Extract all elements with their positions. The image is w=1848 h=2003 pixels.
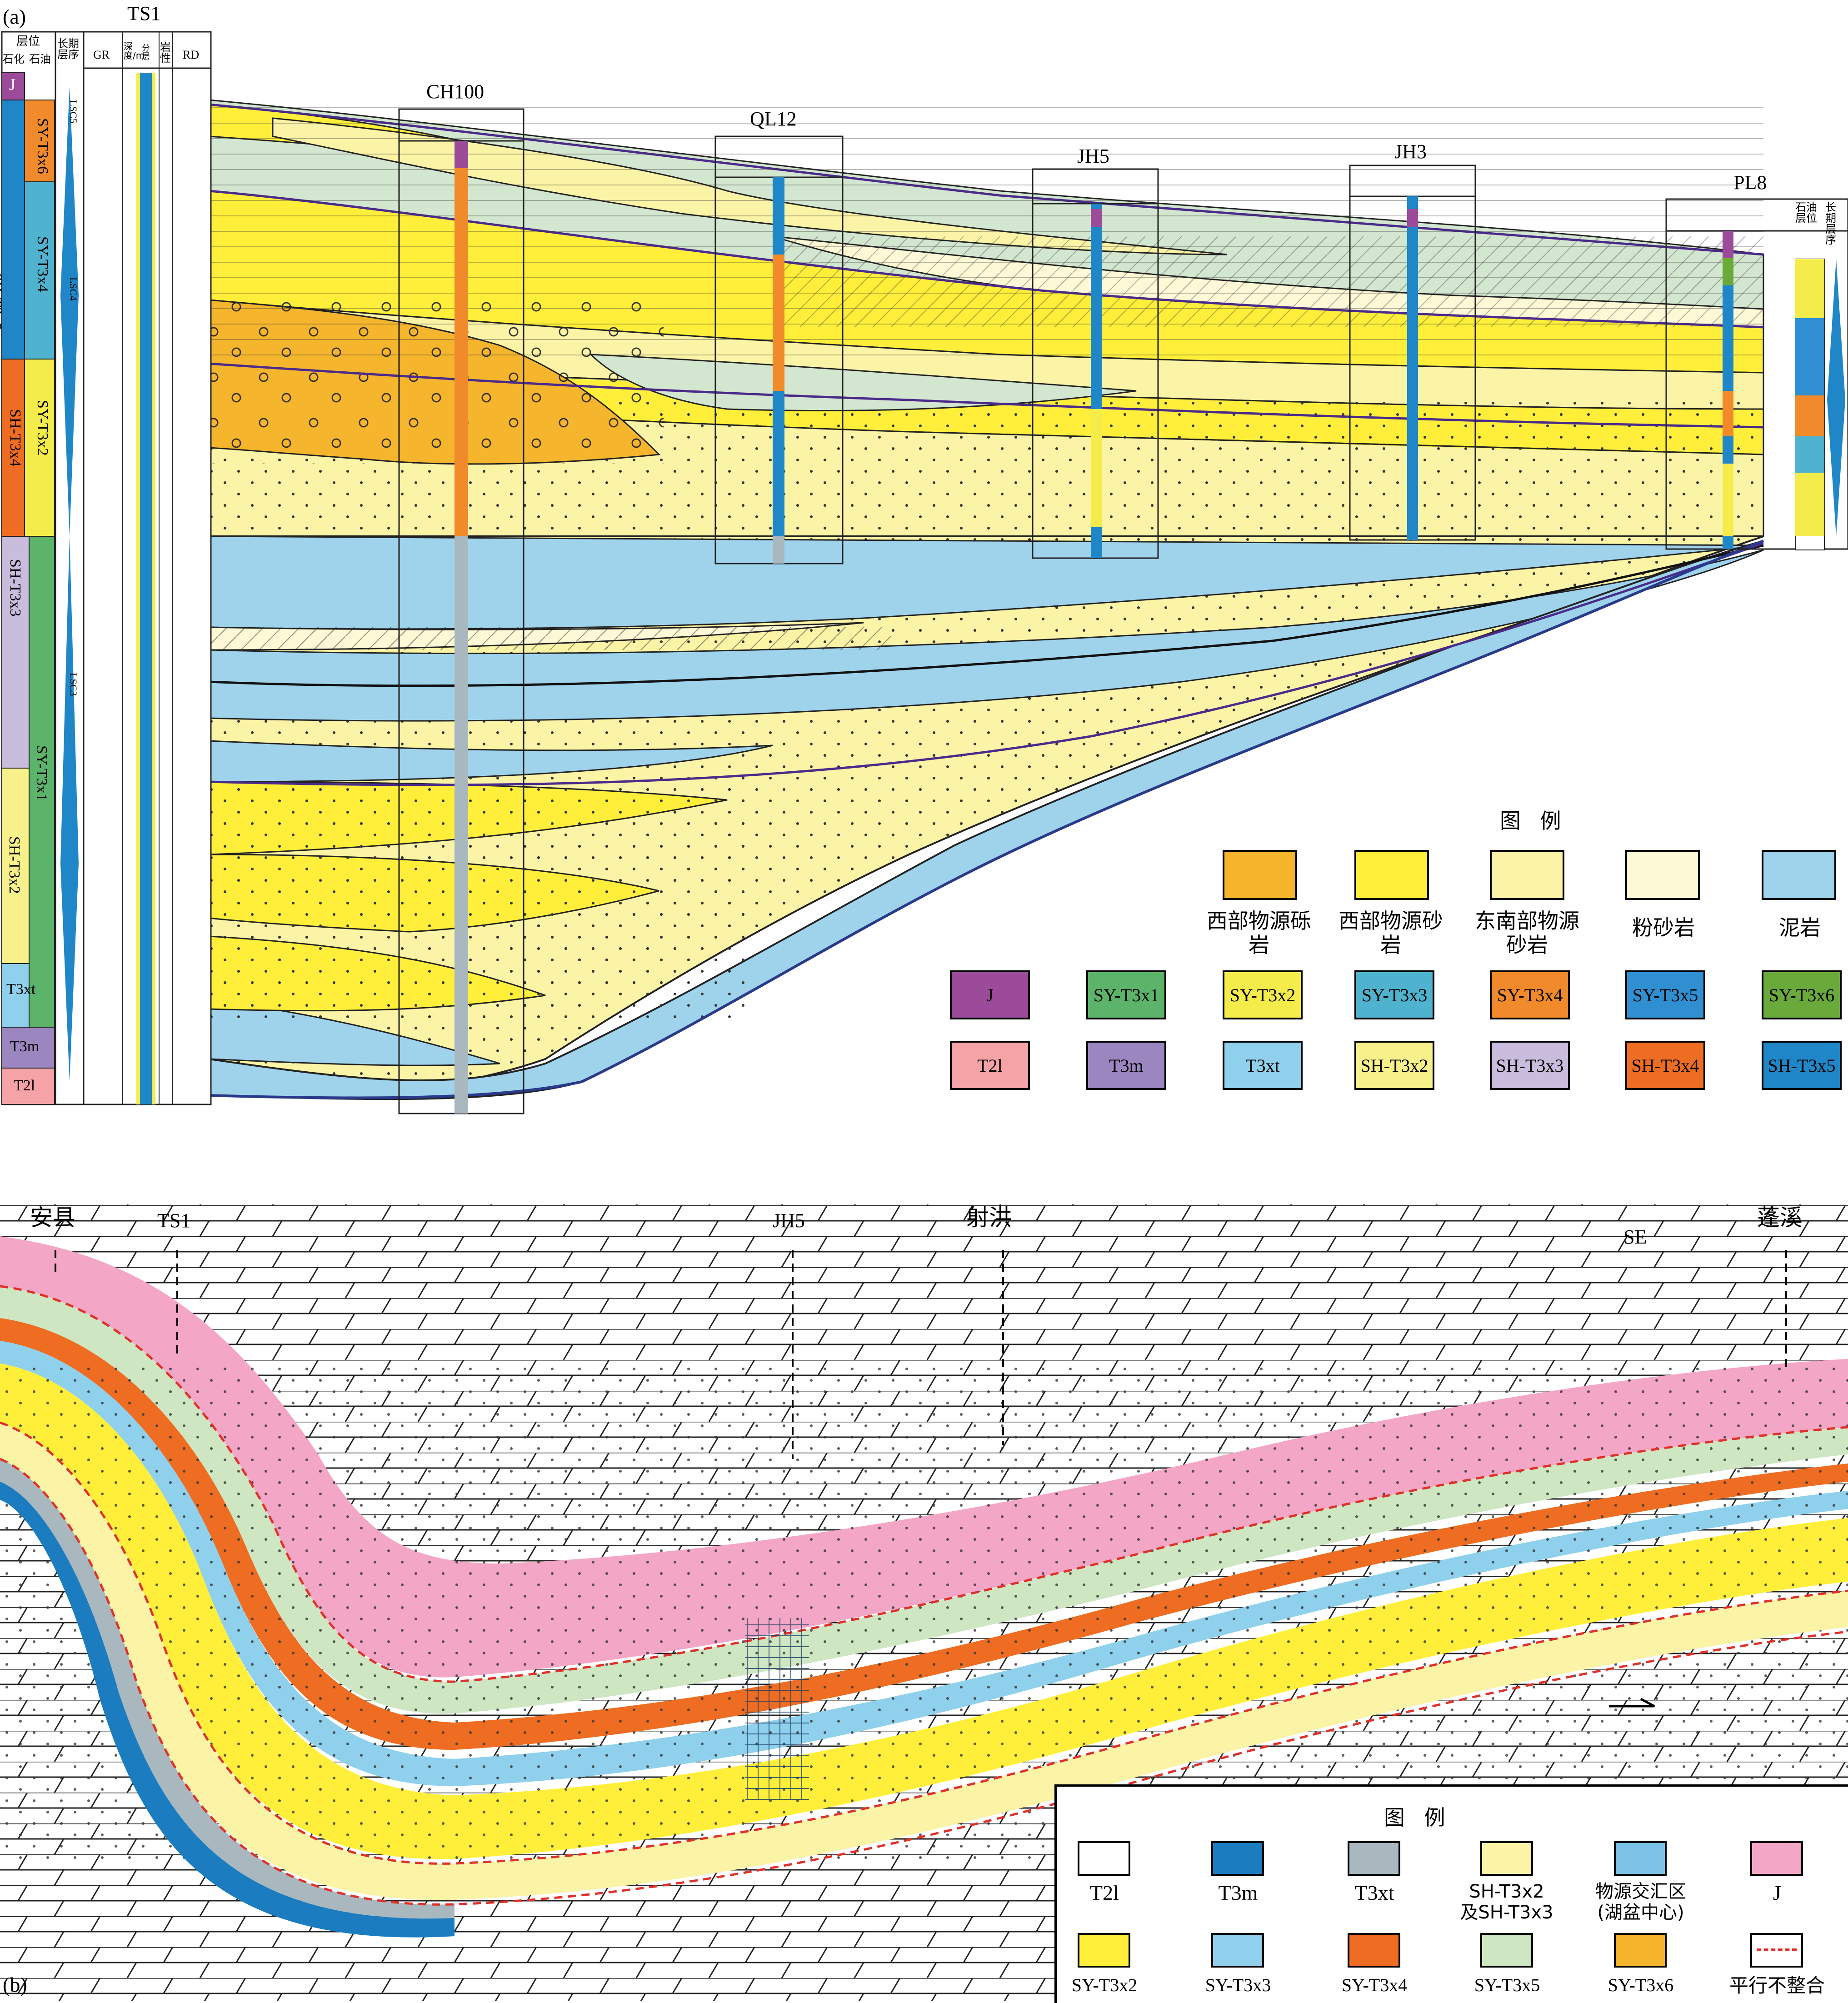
legend-title-a: 图 例	[1500, 809, 1568, 833]
header-gr: GR	[93, 48, 110, 61]
strat-unit-sh-t3x3: SH-T3x3	[7, 559, 24, 617]
header-sinopec: 石油	[29, 53, 51, 65]
header-division: 分层	[142, 44, 150, 61]
legend-b-label-sy-t3x3: SY-T3x3	[1205, 1975, 1271, 1995]
legend-b-swatch-sy-t3x3	[1211, 1933, 1264, 1968]
legend-b-swatch-t3m	[1211, 1841, 1264, 1876]
legend-b-swatch-sy-t3x4	[1348, 1933, 1400, 1968]
place-ts1: TS1	[157, 1209, 191, 1232]
legend-label-west-sand: 西部物源砂岩	[1339, 909, 1443, 957]
legend-unit-sy-t3x2: SY-T3x2	[1223, 970, 1303, 1019]
legend-swatch-mudstone	[1762, 850, 1836, 900]
seq-label-lsc4: LSC4	[68, 277, 79, 301]
right-header-long-seq: 长期层序	[1825, 201, 1836, 246]
legend-b-swatch-t2l	[1078, 1841, 1130, 1876]
strat-unit-t2l: T2l	[14, 1077, 35, 1094]
legend-b-label-t3xt: T3xt	[1354, 1881, 1394, 1904]
legend-title-b: 图 例	[1384, 1805, 1452, 1830]
well-logs	[398, 108, 1848, 1114]
legend-unit-sy-t3x5: SY-T3x5	[1625, 970, 1705, 1019]
strat-unit-sy-t3x4: SY-T3x4	[34, 236, 51, 292]
legend-b-label-t2l: T2l	[1090, 1881, 1119, 1904]
legend-unit-sy-t3x4: SY-T3x4	[1490, 970, 1570, 1019]
legend-b-label-j: J	[1773, 1881, 1781, 1904]
strat-unit-sh-t3x2: SH-T3x2	[6, 836, 23, 894]
legend-swatch-se-sand	[1490, 850, 1564, 900]
legend-unit-sy-t3x3: SY-T3x3	[1354, 970, 1434, 1019]
legend-unit-sh-t3x5: SH-T3x5	[1762, 1041, 1842, 1090]
unconformity-dash-icon	[1757, 1948, 1797, 1951]
header-depth: 深度/m	[124, 41, 145, 61]
legend-unit-t3m: T3m	[1086, 1041, 1166, 1090]
strat-unit-j: J	[9, 75, 16, 94]
place-anxian: 安县	[30, 1204, 75, 1231]
legend-b-swatch-t3xt	[1348, 1841, 1400, 1876]
legend-swatch-gravel	[1223, 850, 1297, 900]
header-long-seq: 长期层序	[57, 37, 79, 61]
legend-b-label-sy-t3x2: SY-T3x2	[1071, 1975, 1138, 1995]
legend-b-label-sy-t3x5: SY-T3x5	[1474, 1975, 1540, 1995]
legend-unit-t3xt: T3xt	[1223, 1041, 1303, 1090]
legend-unit-j: J	[950, 970, 1030, 1019]
legend-unit-sy-t3x1: SY-T3x1	[1086, 970, 1166, 1019]
legend-unit-sh-t3x2: SH-T3x2	[1354, 1041, 1434, 1090]
legend-swatch-siltstone	[1625, 850, 1700, 900]
legend-label-se-sand: 东南部物源砂岩	[1475, 909, 1579, 957]
panel-b-label: (b)	[3, 1973, 27, 1996]
well-name-pl8: PL8	[1733, 171, 1767, 194]
strat-unit-t3xt: T3xt	[6, 981, 36, 998]
left-strat-column	[1, 31, 212, 1105]
well-name-ch100: CH100	[426, 80, 484, 103]
legend-b-label-t3m: T3m	[1218, 1881, 1258, 1904]
strat-unit-sh-t3x5: SH-T3x5	[0, 273, 5, 330]
well-name-ts1: TS1	[127, 2, 161, 25]
legend-label-siltstone: 粉砂岩	[1632, 915, 1695, 940]
header-rd: RD	[183, 48, 200, 61]
legend-label-mudstone: 泥岩	[1779, 915, 1821, 940]
strat-unit-sh-t3x4: SH-T3x4	[7, 409, 24, 467]
place-jh5: JH5	[773, 1209, 805, 1232]
panel-b-legend: 图 例 T2l T3m T3xt SH-T3x2 及SH-T3x3 物源交汇区 …	[1054, 1784, 1848, 2003]
legend-b-label-sh: SH-T3x2 及SH-T3x3	[1460, 1881, 1553, 1923]
header-layer: 层位	[16, 35, 40, 48]
well-name-jh3: JH3	[1394, 140, 1427, 163]
legend-swatch-west-sand	[1354, 850, 1429, 900]
well-name-jh5: JH5	[1077, 145, 1109, 167]
panel-a-legend: 图 例 西部物源砾岩 西部物源砂岩 东南部物源砂岩 粉砂岩 泥岩 J SY-T3…	[927, 804, 1848, 1095]
strat-unit-sy-t3x2: SY-T3x2	[34, 400, 51, 456]
legend-b-swatch-sy-t3x5	[1480, 1933, 1533, 1968]
right-header-layer: 石油层位	[1795, 201, 1817, 225]
place-pengxi: 蓬溪	[1757, 1204, 1803, 1231]
legend-b-swatch-sh	[1480, 1841, 1533, 1876]
header-petrochina: 石化	[3, 53, 25, 65]
legend-unit-sh-t3x4: SH-T3x4	[1625, 1041, 1705, 1090]
legend-label-gravel: 西部物源砾岩	[1207, 909, 1311, 957]
legend-b-swatch-convergence	[1614, 1841, 1667, 1876]
direction-label: SE	[1623, 1226, 1647, 1248]
strat-unit-t3m: T3m	[10, 1038, 40, 1055]
well-name-ql12: QL12	[750, 108, 797, 130]
seq-label-lsc5: LSC5	[68, 100, 79, 124]
legend-b-label-unconformity: 平行不整合	[1729, 1974, 1825, 1997]
place-shehong: 射洪	[966, 1204, 1012, 1231]
strat-unit-sy-t3x6: SY-T3x6	[34, 118, 51, 174]
legend-unit-sh-t3x3: SH-T3x3	[1490, 1041, 1570, 1090]
legend-b-swatch-j	[1750, 1841, 1803, 1876]
legend-b-label-sy-t3x6: SY-T3x6	[1608, 1975, 1674, 1995]
seq-label-lsc3: LSC3	[68, 673, 79, 696]
legend-unit-sy-t3x6: SY-T3x6	[1762, 970, 1842, 1019]
legend-b-label-convergence: 物源交汇区 (湖盆中心)	[1595, 1881, 1686, 1923]
legend-unit-t2l: T2l	[950, 1041, 1030, 1090]
legend-b-swatch-sy-t3x6	[1614, 1933, 1667, 1968]
panel-a-section	[1, 31, 1848, 1114]
panel-a-label: (a)	[3, 5, 26, 28]
header-lith: 岩性	[160, 41, 171, 65]
strat-unit-sy-t3x1: SY-T3x1	[33, 745, 50, 801]
legend-b-swatch-sy-t3x2	[1078, 1933, 1130, 1968]
legend-b-label-sy-t3x4: SY-T3x4	[1341, 1975, 1408, 1995]
